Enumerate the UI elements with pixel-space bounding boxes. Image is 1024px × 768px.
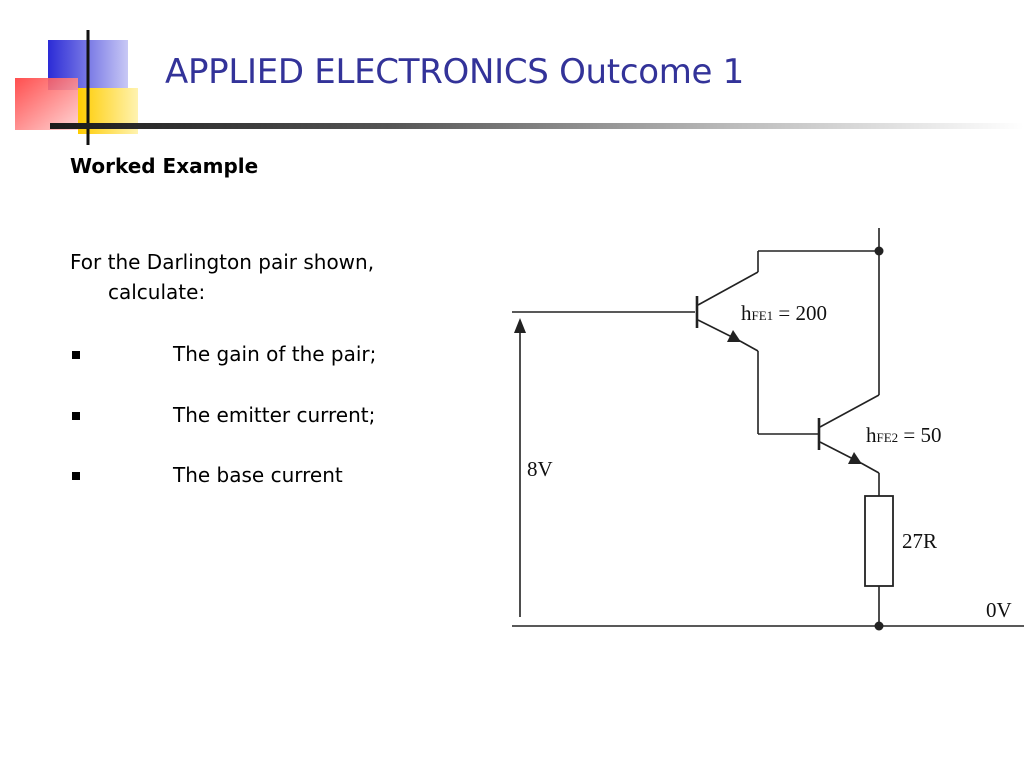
hfe2-label: hFE2 = 50 bbox=[866, 423, 942, 447]
q2-emitter-wire-a bbox=[860, 462, 880, 474]
hfe2-value: = 50 bbox=[898, 423, 941, 447]
logo-red-square bbox=[15, 78, 78, 130]
q1-collector-lead bbox=[697, 271, 759, 306]
slide-title: APPLIED ELECTRONICS Outcome 1 bbox=[165, 52, 745, 92]
hfe2-subscript: FE2 bbox=[877, 430, 899, 445]
title-divider bbox=[50, 123, 1024, 129]
hfe1-value: = 200 bbox=[773, 301, 827, 325]
bullet-marker bbox=[72, 412, 80, 420]
hfe1-prefix: h bbox=[741, 301, 752, 325]
intro-line-2: calculate: bbox=[108, 280, 206, 304]
q2-emitter-arrow bbox=[848, 452, 862, 464]
resistor-label: 27R bbox=[902, 529, 937, 553]
hfe1-label: hFE1 = 200 bbox=[741, 301, 827, 325]
hfe2-prefix: h bbox=[866, 423, 877, 447]
q1-emitter-arrow bbox=[727, 330, 741, 342]
q1-emitter-wire-a bbox=[739, 340, 759, 352]
voltage-arrow-head bbox=[514, 318, 526, 333]
intro-text: For the Darlington pair shown, calculate… bbox=[70, 247, 470, 307]
bullet-marker bbox=[72, 472, 80, 480]
bullet-text: The gain of the pair; bbox=[173, 342, 377, 366]
intro-line-1: For the Darlington pair shown, bbox=[70, 250, 375, 274]
bullet-marker bbox=[72, 351, 80, 359]
bullet-text: The base current bbox=[173, 463, 343, 487]
voltage-label: 8V bbox=[527, 457, 553, 481]
bullet-text: The emitter current; bbox=[173, 403, 376, 427]
subtitle: Worked Example bbox=[70, 154, 259, 178]
resistor-27r bbox=[864, 495, 894, 587]
ground-node-dot bbox=[874, 621, 884, 631]
ground-label: 0V bbox=[986, 598, 1012, 622]
logo-decoration bbox=[15, 30, 138, 145]
hfe1-subscript: FE1 bbox=[752, 308, 774, 323]
q2-collector-lead bbox=[819, 394, 880, 428]
